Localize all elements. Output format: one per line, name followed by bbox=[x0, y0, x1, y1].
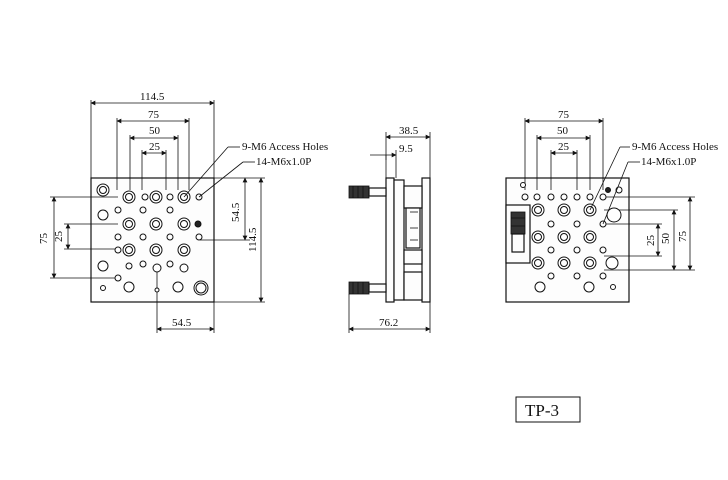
front-dim-top-50: 50 bbox=[149, 125, 161, 137]
rear-dim-right-25: 25 bbox=[645, 235, 657, 247]
rear-view: 75 50 25 75 50 25 bbox=[505, 109, 718, 303]
side-micrometer-top bbox=[348, 185, 387, 199]
rear-dim-top-25: 25 bbox=[558, 141, 570, 153]
front-dim-top-25: 25 bbox=[149, 141, 161, 153]
side-micrometer-bottom bbox=[348, 281, 387, 295]
rear-callout-access-holes: 9-M6 Access Holes bbox=[632, 141, 718, 153]
side-base-plate bbox=[385, 177, 395, 303]
front-dim-right-54: 54.5 bbox=[230, 202, 242, 222]
rear-dim-top-50: 50 bbox=[557, 125, 569, 137]
rear-dim-top-75: 75 bbox=[558, 109, 570, 121]
model-tag: TP-3 bbox=[515, 396, 581, 423]
rear-micrometer bbox=[505, 204, 531, 264]
side-view: 38.5 9.5 bbox=[348, 125, 431, 333]
front-view: 114.5 75 50 25 75 25 114.5 54.5 54.5 bbox=[38, 91, 328, 333]
rear-callout-tapped-holes: 14-M6x1.0P bbox=[641, 156, 696, 168]
rear-dim-right-50: 50 bbox=[660, 233, 672, 245]
front-dim-left-25: 25 bbox=[53, 231, 65, 243]
rear-holes bbox=[520, 182, 623, 293]
model-tag-label: TP-3 bbox=[525, 401, 559, 420]
side-dim-top-9: 9.5 bbox=[399, 143, 413, 155]
front-dim-bottom-54: 54.5 bbox=[172, 317, 192, 329]
front-dim-left-75: 75 bbox=[38, 233, 50, 245]
side-dim-top-38: 38.5 bbox=[399, 125, 419, 137]
front-dim-top-75: 75 bbox=[148, 109, 160, 121]
side-top-plate bbox=[421, 177, 431, 303]
rear-dim-right-75: 75 bbox=[677, 231, 689, 243]
front-callout-tapped-holes: 14-M6x1.0P bbox=[256, 156, 311, 168]
front-holes bbox=[96, 183, 209, 296]
front-dim-right-114: 114.5 bbox=[247, 227, 259, 252]
side-dim-bottom-76: 76.2 bbox=[379, 317, 398, 329]
front-dim-top-overall: 114.5 bbox=[140, 91, 165, 103]
front-callout-access-holes: 9-M6 Access Holes bbox=[242, 141, 328, 153]
